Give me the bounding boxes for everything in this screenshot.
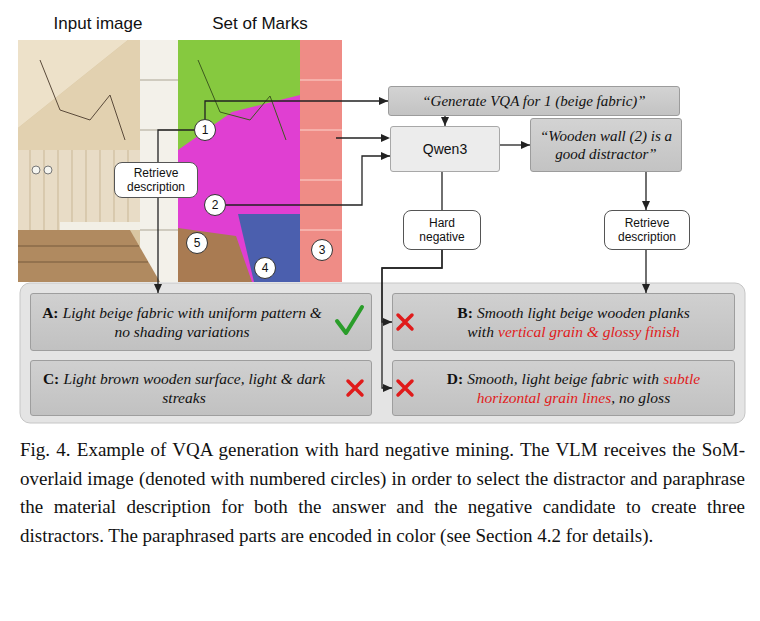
blue-region — [238, 214, 300, 282]
node-text: Qwen3 — [423, 141, 467, 157]
callout-circle: 1 — [194, 119, 216, 141]
text-wrap: 1 — [202, 123, 209, 137]
callout-number: 4 — [262, 261, 269, 275]
node-text: Retrieve description — [609, 216, 685, 244]
text-wrap: 2 — [212, 198, 219, 212]
answer-text: vertical grain & glossy finish — [498, 323, 680, 340]
answer-box: B:Smooth light beige wooden planks withv… — [392, 293, 735, 351]
node-text: Retrieve description — [119, 166, 193, 194]
stair-steps — [18, 246, 148, 262]
arrowhead — [383, 384, 392, 392]
text-wrap: Retrieve description — [119, 166, 193, 194]
output-box: “Wooden wall (2) is a good distractor” — [530, 118, 682, 172]
callout-number: 5 — [194, 236, 201, 250]
input-photo — [18, 40, 178, 282]
text-wrap: Qwen3 — [423, 141, 467, 157]
connector — [441, 116, 449, 126]
text-wrap: D:Smooth, light beige fabric withsubtle … — [423, 369, 724, 407]
text-wrap: Hard negative — [408, 216, 476, 244]
answer-letter: D: — [447, 370, 463, 387]
green-region — [178, 40, 300, 150]
answer-box: C:Light brown wooden surface, light & da… — [30, 360, 372, 416]
answer-letter: C: — [43, 370, 59, 387]
socket — [44, 166, 52, 174]
callout-circle: 4 — [254, 257, 276, 279]
image-heading: Set of Marks — [178, 14, 342, 34]
connector — [226, 152, 390, 205]
railing — [60, 222, 140, 230]
callout-circle: 2 — [204, 194, 226, 216]
wall-upper — [18, 40, 140, 150]
callout-number: 1 — [202, 123, 209, 137]
callout-number: 3 — [319, 243, 326, 257]
connector — [154, 198, 162, 293]
step-label: Hard negative — [403, 210, 481, 250]
callout-circle: 3 — [311, 239, 333, 261]
answer-box: D:Smooth, light beige fabric withsubtle … — [392, 360, 735, 416]
answer-text: Smooth, light beige fabric with — [467, 370, 659, 387]
step-label: Retrieve description — [604, 210, 690, 250]
answer-letter: B: — [457, 304, 473, 321]
wire — [40, 60, 125, 140]
brown-region — [178, 228, 252, 282]
node-text: Hard negative — [408, 216, 476, 244]
step-label: Retrieve description — [114, 162, 198, 198]
shelf-boards — [140, 80, 178, 230]
text-wrap: 5 — [194, 236, 201, 250]
text-wrap: A: Light beige fabric with uniform patter… — [41, 303, 323, 341]
model-box: Qwen3 — [390, 126, 500, 172]
arrowhead — [441, 117, 449, 126]
figure-caption: Fig. 4. Example of VQA generation with h… — [20, 436, 745, 550]
arrowhead — [154, 284, 162, 293]
socket — [32, 166, 40, 174]
shelf-boards — [300, 80, 342, 230]
text-wrap: 3 — [319, 243, 326, 257]
node-text: “Wooden wall (2) is a good distractor” — [539, 127, 673, 163]
connector — [500, 141, 530, 149]
node-text: “Generate VQA for 1 (beige fabric)” — [422, 92, 645, 110]
arrowhead — [521, 141, 530, 149]
text-wrap: “Wooden wall (2) is a good distractor” — [539, 127, 673, 163]
text-wrap: C:Light brown wooden surface, light & da… — [41, 369, 327, 407]
text-wrap: “Generate VQA for 1 (beige fabric)” — [422, 92, 645, 110]
arrowhead — [642, 284, 650, 293]
arrowhead — [383, 318, 392, 326]
image-to-vlm-arrow — [336, 134, 390, 142]
connector — [205, 97, 388, 119]
arrowhead — [381, 152, 390, 160]
image-heading: Input image — [18, 14, 178, 34]
connector — [442, 172, 443, 210]
connector — [642, 172, 650, 210]
answer-letter: A: — [42, 304, 58, 321]
pink-region — [178, 40, 300, 282]
prompt-box: “Generate VQA for 1 (beige fabric)” — [388, 86, 680, 116]
connector-line — [157, 198, 158, 293]
callout-number: 2 — [212, 198, 219, 212]
connector-line — [205, 101, 388, 119]
text-wrap: Retrieve description — [609, 216, 685, 244]
arrowhead — [642, 201, 650, 210]
answer-text: Light beige fabric with uniform pattern … — [63, 304, 322, 340]
answer-text: , no gloss — [611, 389, 670, 406]
wall — [18, 40, 178, 282]
text-wrap: 4 — [262, 261, 269, 275]
arrowhead — [379, 97, 388, 105]
connector — [158, 130, 194, 162]
stairs — [18, 230, 160, 282]
connector-line — [441, 172, 442, 210]
answer-text: Light brown wooden surface, light & dark… — [63, 370, 325, 406]
som-photo — [178, 40, 342, 282]
connector — [642, 250, 650, 293]
connector-line — [226, 156, 390, 205]
connector-line — [158, 130, 194, 162]
salmon-region — [300, 40, 342, 282]
shelf — [140, 40, 178, 282]
text-wrap: B:Smooth light beige wooden planks withv… — [423, 303, 724, 341]
callout-circle: 5 — [186, 232, 208, 254]
answer-box: A: Light beige fabric with uniform patter… — [30, 293, 372, 351]
